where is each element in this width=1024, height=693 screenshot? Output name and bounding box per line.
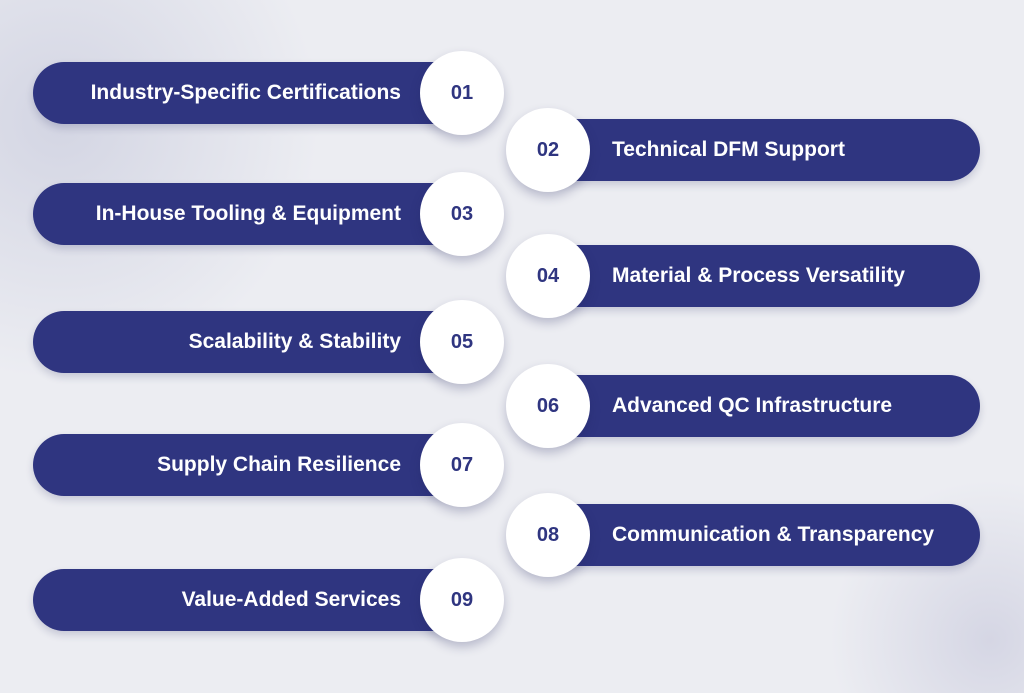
item-number: 05 xyxy=(420,300,504,384)
item-number: 02 xyxy=(506,108,590,192)
item-label: In-House Tooling & Equipment xyxy=(33,183,473,245)
item-label: Material & Process Versatility xyxy=(530,245,980,307)
item-label: Scalability & Stability xyxy=(33,311,473,373)
item-label: Technical DFM Support xyxy=(530,119,980,181)
item-label: Advanced QC Infrastructure xyxy=(530,375,980,437)
item-label: Industry-Specific Certifications xyxy=(33,62,473,124)
item-number: 08 xyxy=(506,493,590,577)
item-number: 01 xyxy=(420,51,504,135)
item-number: 06 xyxy=(506,364,590,448)
item-label: Value-Added Services xyxy=(33,569,473,631)
item-label: Communication & Transparency xyxy=(530,504,980,566)
item-number: 03 xyxy=(420,172,504,256)
item-number: 04 xyxy=(506,234,590,318)
item-label: Supply Chain Resilience xyxy=(33,434,473,496)
item-number: 09 xyxy=(420,558,504,642)
item-number: 07 xyxy=(420,423,504,507)
